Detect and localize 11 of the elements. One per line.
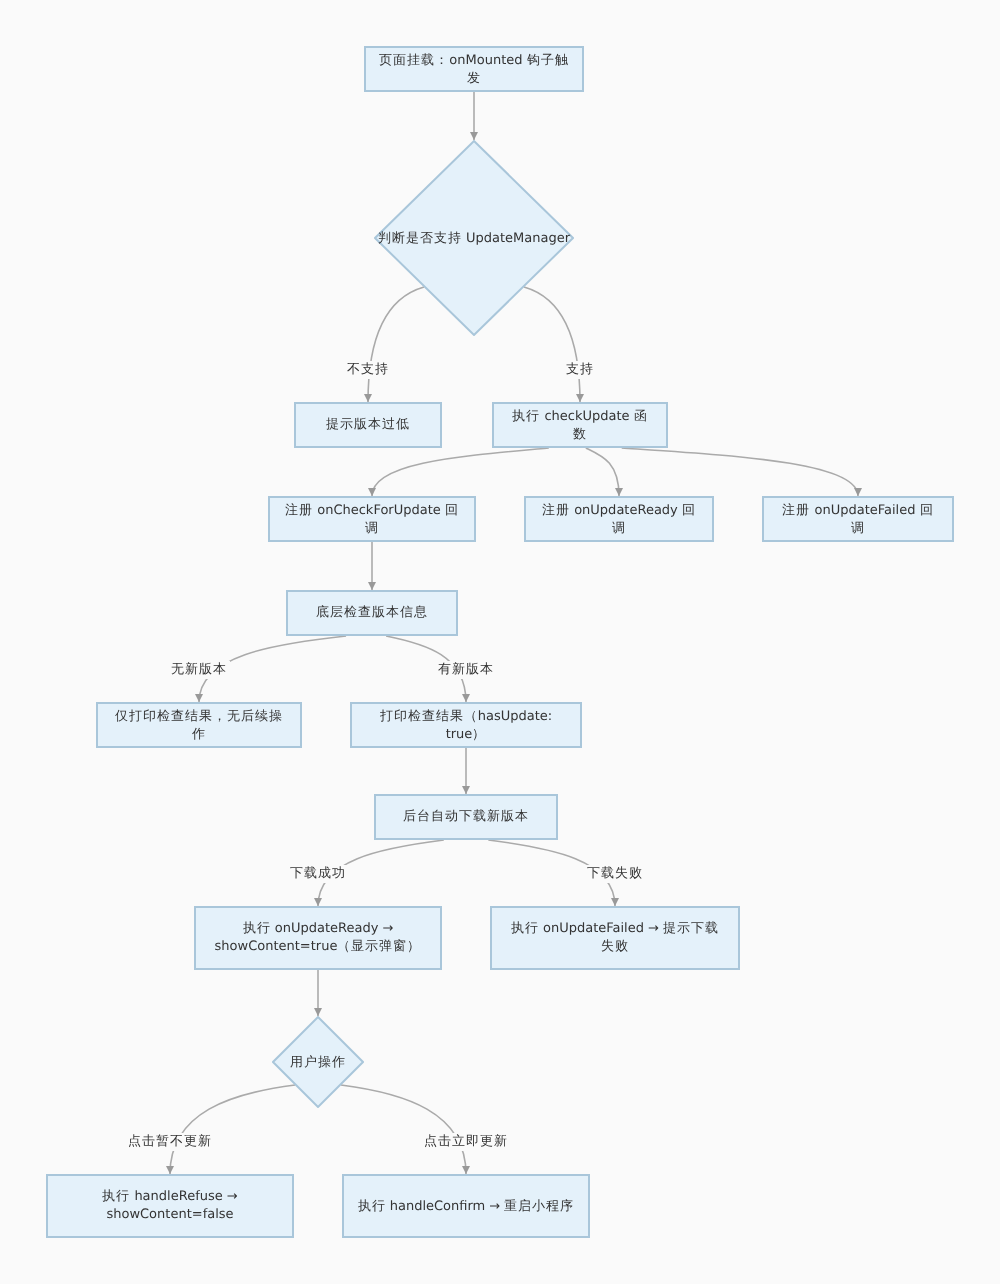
arrow [340, 1084, 470, 1175]
arrow [364, 286, 425, 403]
arrow [470, 91, 478, 141]
arrow [166, 1084, 296, 1175]
arrow [523, 286, 584, 403]
arrow [462, 747, 470, 795]
arrow [585, 447, 623, 497]
arrow [369, 447, 550, 497]
arrow [620, 447, 860, 497]
arrow [368, 541, 376, 591]
arrow [314, 969, 322, 1017]
